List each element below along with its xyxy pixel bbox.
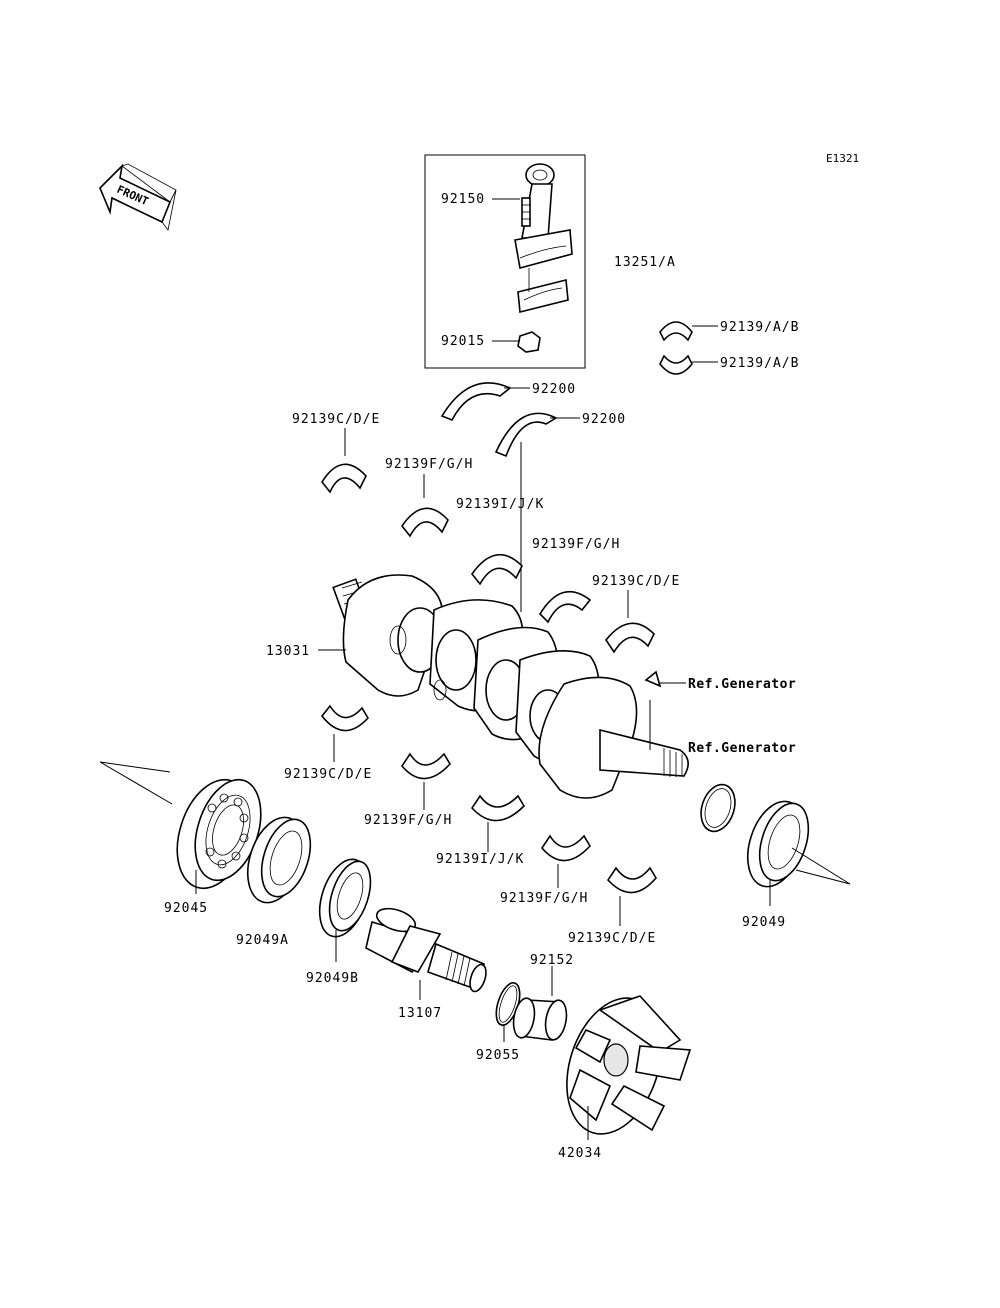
main-bearing-upper-right <box>605 622 655 654</box>
label-ref-generator-2: Ref.Generator <box>688 741 796 756</box>
label-92152: 92152 <box>530 953 574 968</box>
label-92139fgh-lower-1: 92139F/G/H <box>364 813 452 828</box>
conrod-bearing-lower <box>659 354 693 375</box>
conrod-assembly-box <box>424 154 586 369</box>
ball-bearing <box>176 778 262 890</box>
label-13251-a: 13251/A <box>614 255 676 270</box>
thrust-washer-1 <box>440 382 512 422</box>
label-92015: 92015 <box>441 334 485 349</box>
main-bearing-upper-fgh-1 <box>401 507 449 538</box>
label-92045: 92045 <box>164 901 208 916</box>
thrust-washer-2 <box>494 412 558 458</box>
label-92049: 92049 <box>742 915 786 930</box>
label-ref-generator-1: Ref.Generator <box>688 677 796 692</box>
label-92200-2: 92200 <box>582 412 626 427</box>
main-bearing-lower-fgh-2 <box>541 834 591 862</box>
label-13107: 13107 <box>398 1006 442 1021</box>
main-bearing-upper-fgh-2 <box>538 590 592 624</box>
crankshaft <box>332 574 689 799</box>
label-92139ijk-lower: 92139I/J/K <box>436 852 524 867</box>
main-bearing-lower-right <box>606 866 657 894</box>
coupling-shaft <box>365 907 487 993</box>
woodruff-key <box>644 670 662 688</box>
main-bearing-lower-ijk <box>470 794 526 822</box>
label-92139cde-upper-right: 92139C/D/E <box>592 574 680 589</box>
label-92049a: 92049A <box>236 933 289 948</box>
retaining-ring <box>700 783 736 833</box>
label-92049b: 92049B <box>306 971 359 986</box>
label-92139cde-lower-left: 92139C/D/E <box>284 767 372 782</box>
label-92055: 92055 <box>476 1048 520 1063</box>
label-92139fgh-upper-2: 92139F/G/H <box>532 537 620 552</box>
label-92150: 92150 <box>441 192 485 207</box>
label-92139-ab-upper: 92139/A/B <box>720 320 799 335</box>
label-13031: 13031 <box>266 644 310 659</box>
oil-seal-right <box>746 800 810 888</box>
main-bearing-upper-ijk <box>470 553 523 586</box>
conrod-bearing-upper <box>659 321 693 342</box>
coupling <box>566 995 692 1135</box>
collar <box>512 997 568 1041</box>
label-92139cde-upper-left: 92139C/D/E <box>292 412 380 427</box>
label-92200-1: 92200 <box>532 382 576 397</box>
diagram-code: E1321 <box>826 152 859 165</box>
main-bearing-upper-left <box>321 463 367 494</box>
label-92139ijk-upper: 92139I/J/K <box>456 497 544 512</box>
label-92139cde-lower-right: 92139C/D/E <box>568 931 656 946</box>
oil-seal-a <box>246 816 312 904</box>
main-bearing-lower-left <box>320 704 369 732</box>
oil-seal-b <box>318 858 372 938</box>
label-92139fgh-lower-2: 92139F/G/H <box>500 891 588 906</box>
connecting-rod <box>514 163 573 353</box>
label-92139-ab-lower: 92139/A/B <box>720 356 799 371</box>
main-bearing-lower-fgh-1 <box>401 752 451 780</box>
front-arrow-icon: FRONT <box>99 163 177 231</box>
label-92139fgh-upper-1: 92139F/G/H <box>385 457 473 472</box>
label-42034: 42034 <box>558 1146 602 1161</box>
